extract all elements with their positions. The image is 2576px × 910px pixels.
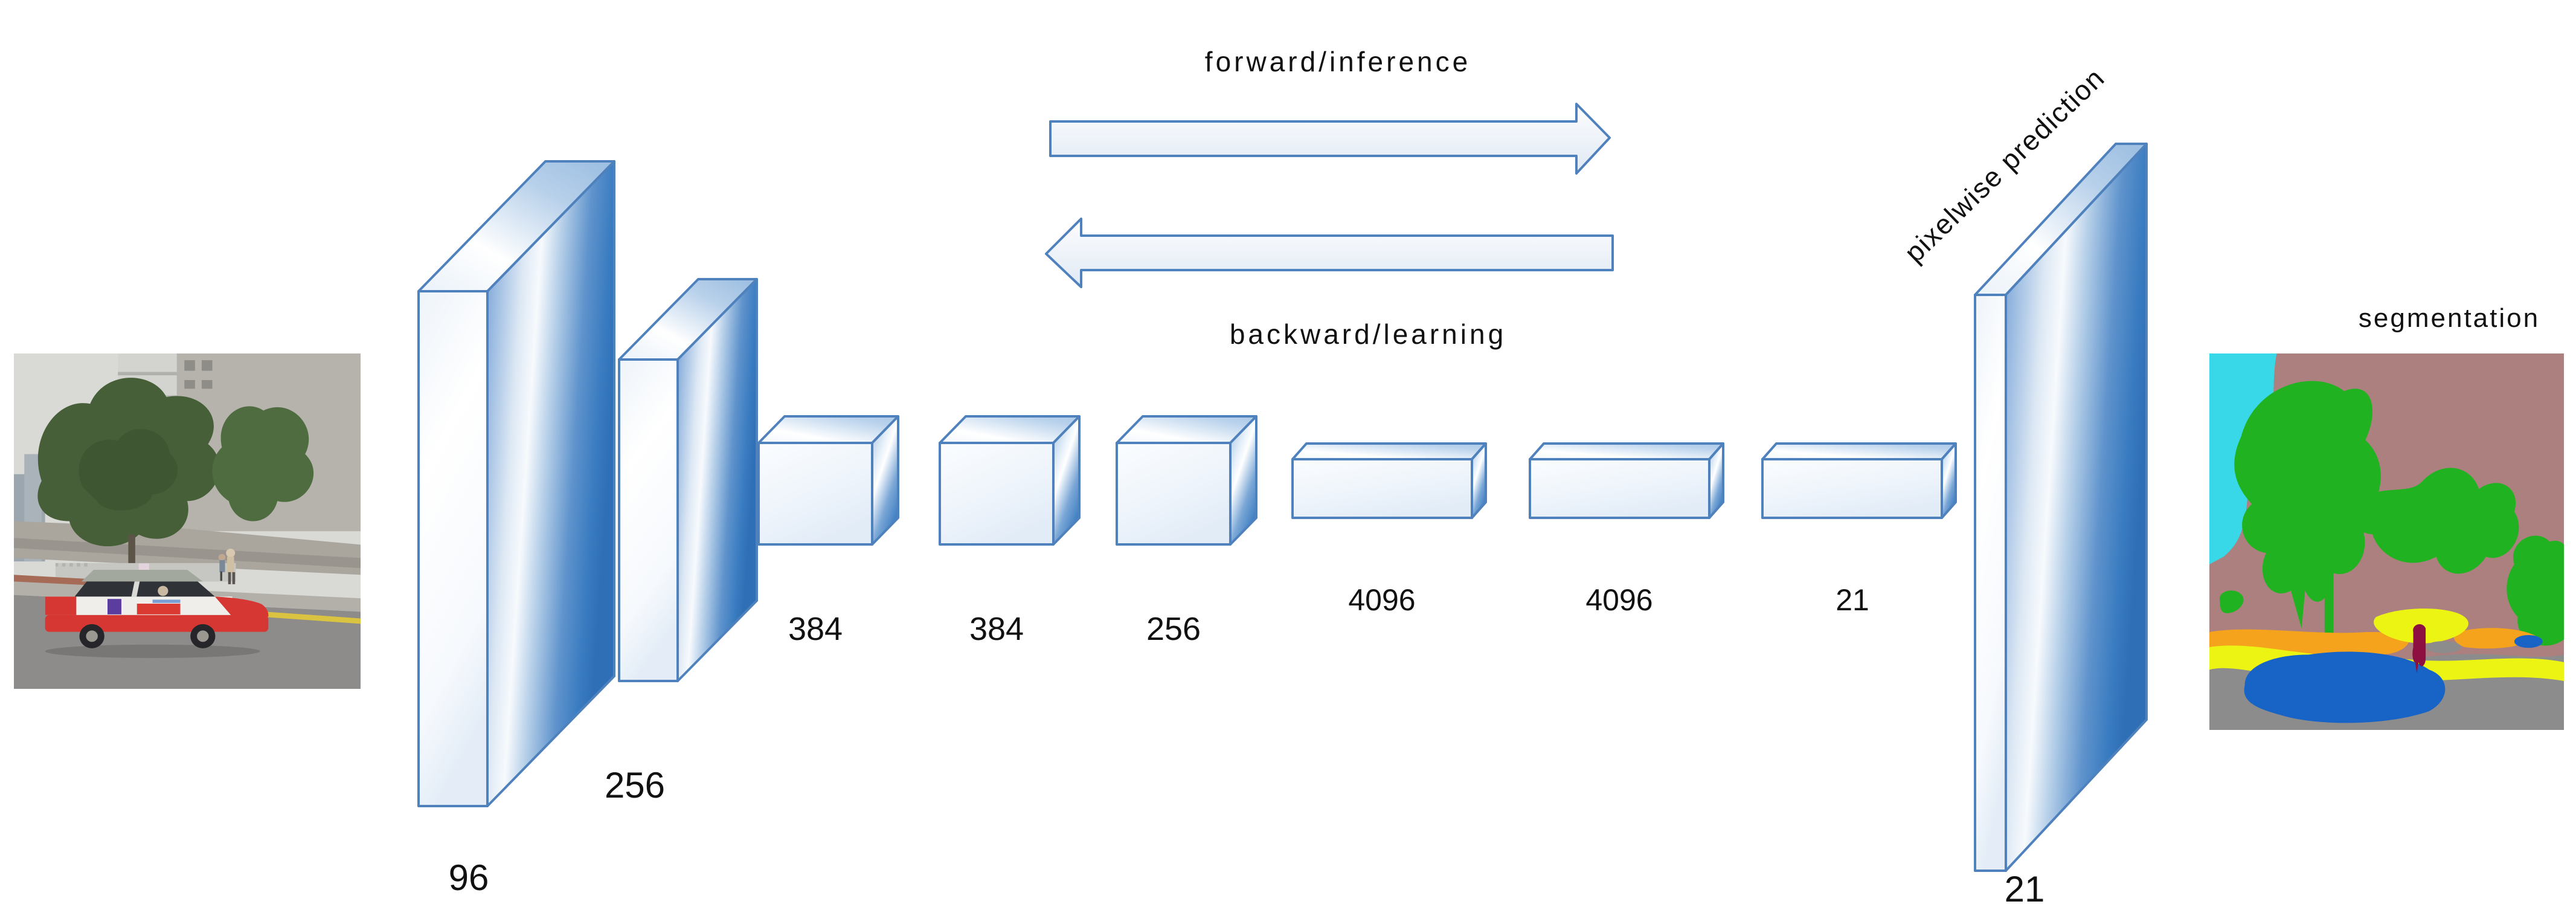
photo-taxi-pillar (131, 581, 140, 597)
input-photo (14, 353, 361, 689)
photo-taxi-ad-red (137, 604, 181, 615)
layer-block-conv1 (417, 160, 615, 807)
layer-label-conv5: 256 (1146, 611, 1201, 647)
layer-block-score (1761, 442, 1957, 519)
photo-taxi-ad-blue-text (152, 599, 181, 603)
layer-block-conv4 (939, 415, 1081, 546)
seg-tree-left-bit (2219, 590, 2244, 613)
layer-label-output: 21 (2005, 869, 2045, 909)
layer-block-conv5 (1116, 415, 1257, 546)
photo-tree-shade (79, 428, 178, 511)
photo-taxi-tail (45, 596, 77, 615)
seg-tree-main (2234, 381, 2381, 628)
photo-fence-slats (55, 563, 91, 567)
forward-inference-label: forward/inference (1205, 46, 1471, 77)
layer-block-fc7 (1529, 442, 1724, 519)
seg-tree-band (2349, 468, 2519, 574)
layer-block-output (1974, 143, 2148, 872)
photo-tree-right (212, 406, 314, 521)
photo-tree-trunk (128, 534, 135, 578)
layer-label-conv4: 384 (969, 611, 1024, 647)
seg-tree-stem (2324, 572, 2334, 636)
seg-car-right-bit (2514, 635, 2543, 648)
layer-block-conv3 (757, 415, 899, 546)
backward-learning-label: backward/learning (1230, 318, 1506, 350)
photo-taxi (45, 563, 269, 658)
photo-taxi-ad-purple (107, 599, 121, 615)
layer-label-conv3: 384 (788, 611, 843, 647)
seg-tree-right (2507, 535, 2564, 646)
photo-taxi-roof-sign (138, 563, 149, 571)
photo-taxi-windows (74, 581, 215, 597)
layer-label-score: 21 (1836, 583, 1869, 617)
layer-label-fc7: 4096 (1585, 583, 1653, 617)
backward-arrow (1045, 218, 1614, 288)
photo-taxi-shadow (45, 644, 260, 658)
layer-block-conv2 (618, 278, 758, 682)
photo-pedestrians (218, 549, 236, 584)
segmentation-label: segmentation (2359, 303, 2540, 333)
segmentation-map (2209, 353, 2564, 730)
forward-arrow (1049, 103, 1611, 175)
photo-highrise-windows (182, 360, 216, 389)
seg-person (2412, 624, 2426, 674)
layer-label-fc6: 4096 (1348, 583, 1415, 617)
seg-car (2244, 651, 2446, 723)
photo-taxi-driver (158, 586, 169, 596)
photo-taxi-bonnet (214, 596, 269, 617)
layer-label-conv2: 256 (605, 765, 665, 805)
photo-taxi-roof (81, 569, 203, 582)
photo-taxi-body (45, 615, 269, 632)
seg-gray-patch (2426, 641, 2461, 653)
photo-taxi-hubcap-rear (86, 630, 98, 642)
photo-taxi-hubcap-front (197, 630, 209, 642)
layer-label-conv1: 96 (449, 857, 489, 898)
layer-block-fc6 (1291, 442, 1487, 519)
